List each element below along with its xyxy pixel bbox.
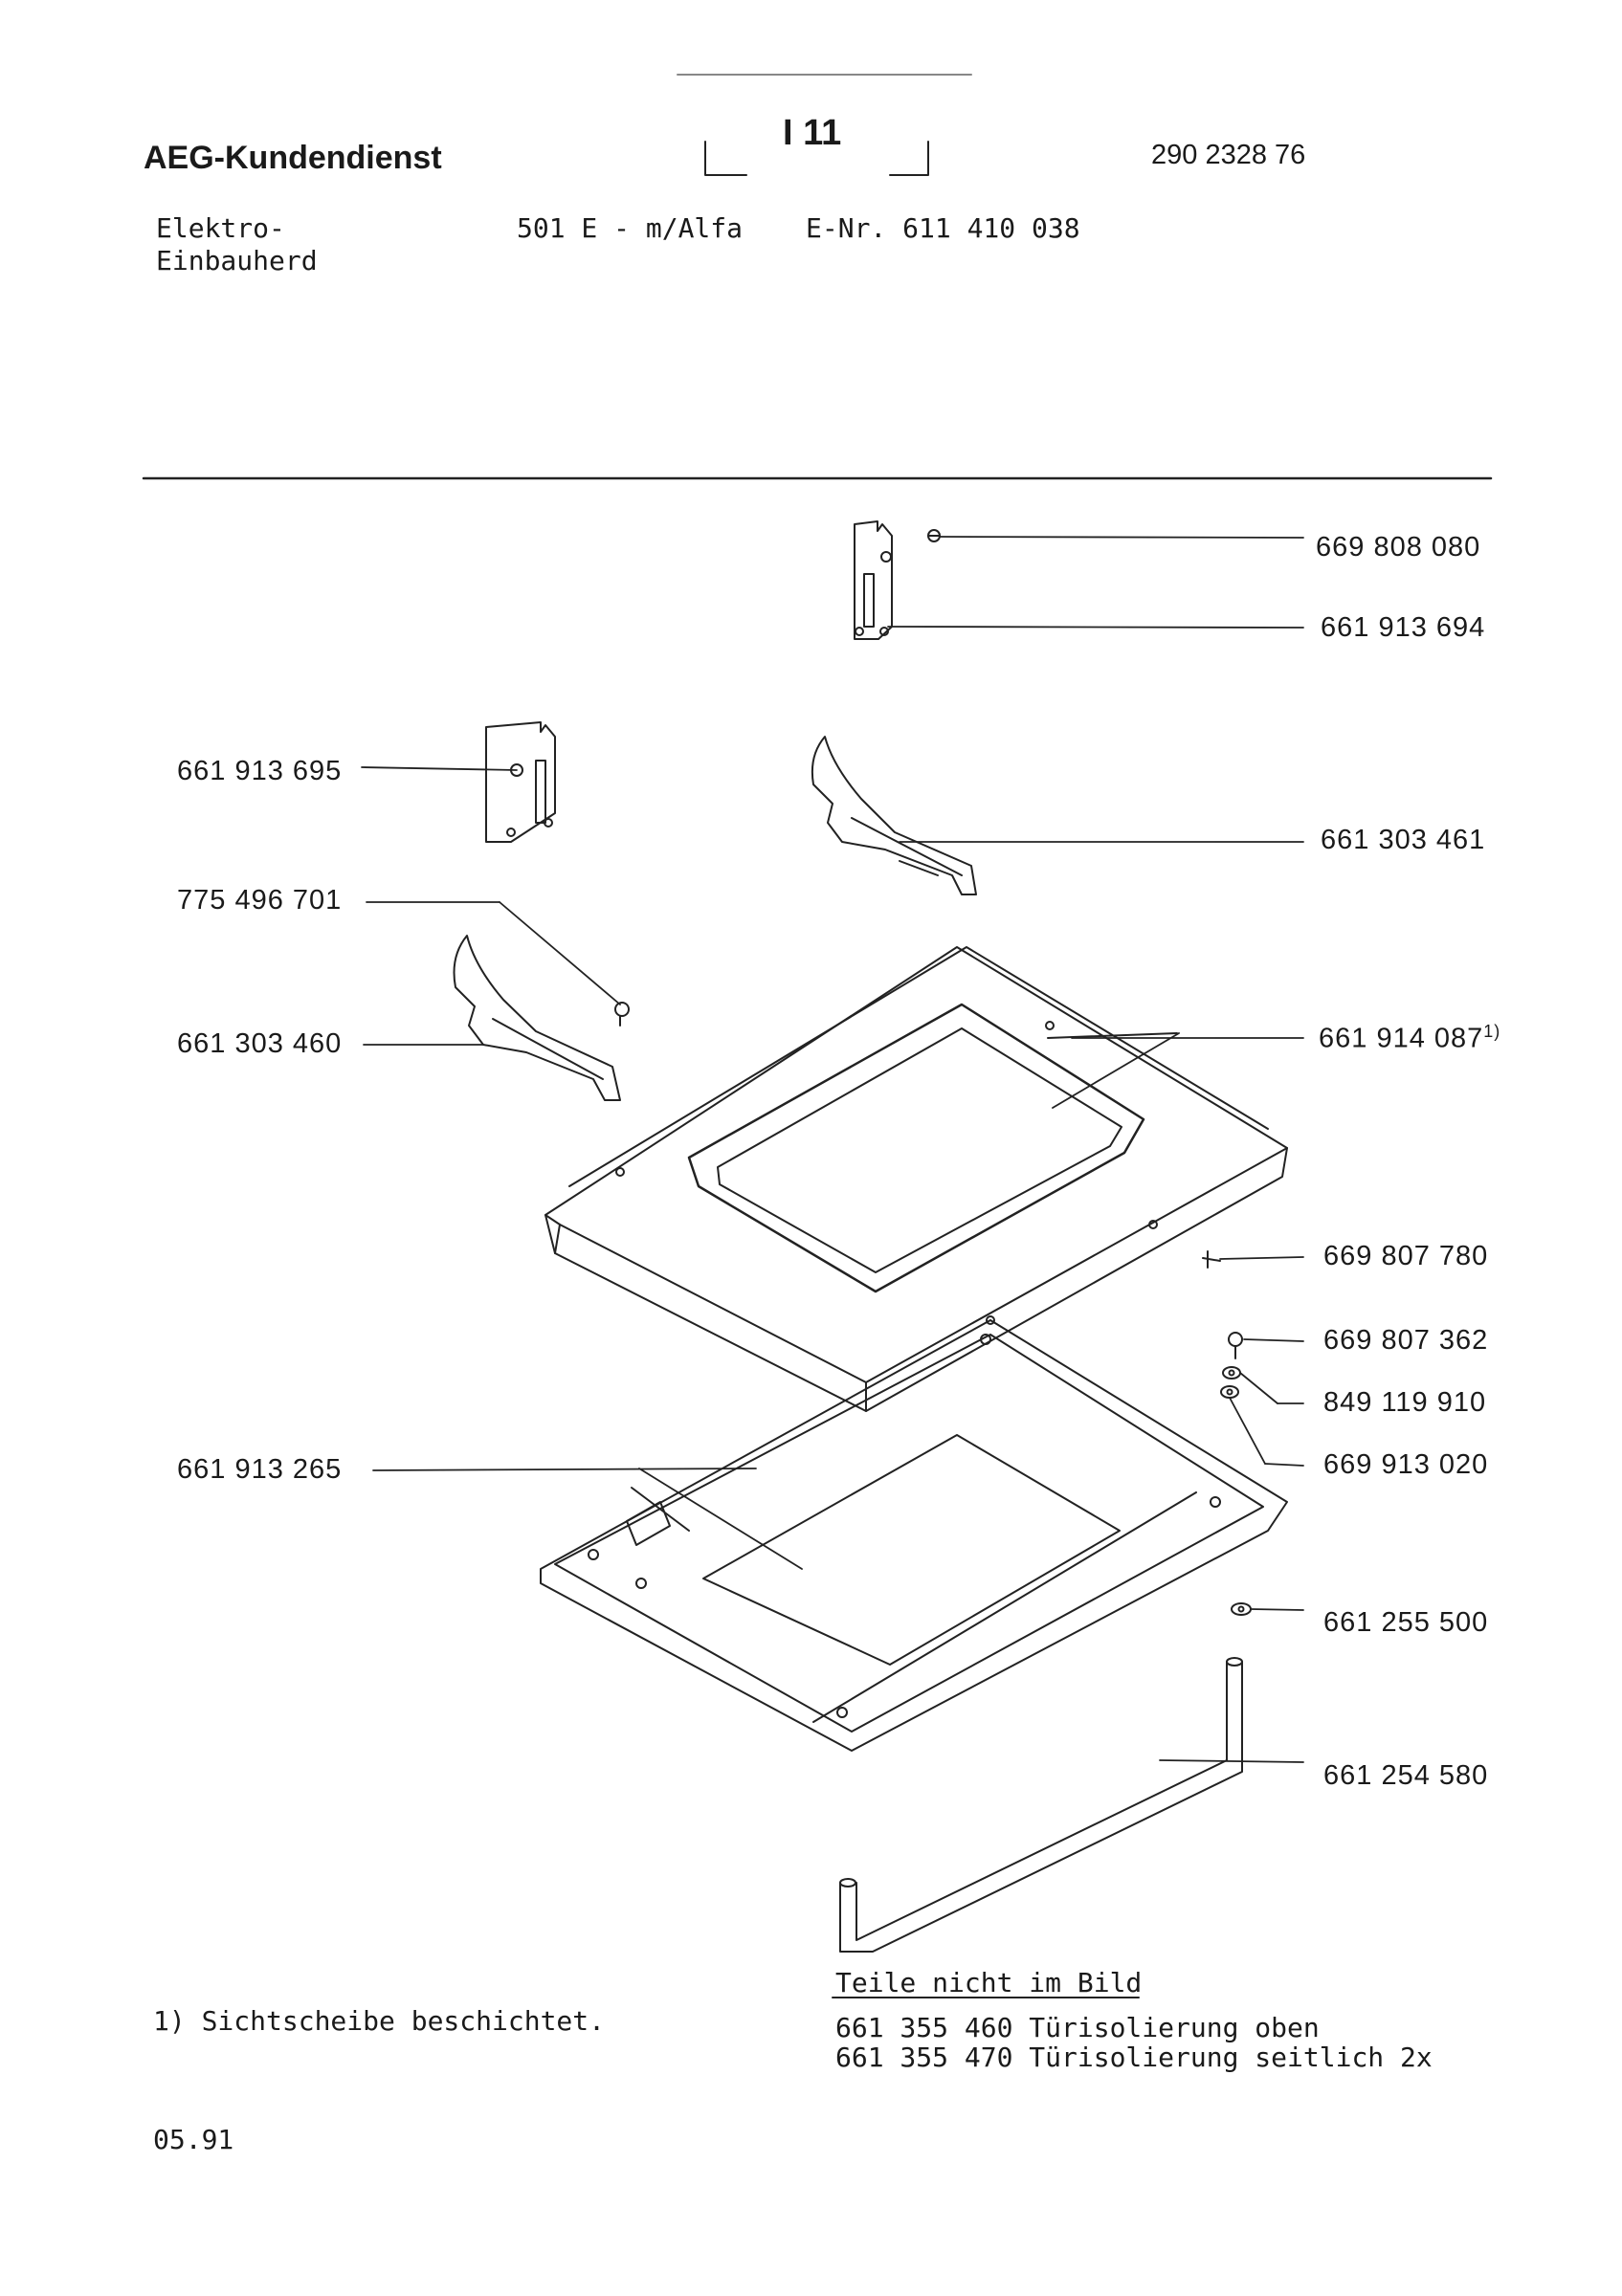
hinge-arm-right <box>811 736 977 895</box>
part-label-with-footnote: 661 914 0871) <box>1319 1022 1501 1054</box>
part-label: 661 913 694 <box>1321 612 1486 643</box>
leader-lines <box>361 536 1304 1763</box>
washer-849119910 <box>1222 1366 1241 1380</box>
part-label: 661 303 461 <box>1321 825 1486 855</box>
part-label: 661 254 580 <box>1323 1760 1489 1791</box>
bracket-left <box>704 141 747 176</box>
brand-title: AEG-Kundendienst <box>144 140 442 176</box>
part-label: 849 119 910 <box>1323 1387 1487 1418</box>
document-number: 290 2328 76 <box>1151 140 1306 170</box>
screw-669807362 <box>1228 1332 1243 1359</box>
part-label: 661 303 460 <box>177 1028 343 1059</box>
part-label: 661 913 265 <box>177 1454 343 1485</box>
part-label: 669 807 362 <box>1323 1325 1489 1356</box>
part-label: 669 808 080 <box>1316 532 1481 563</box>
bracket-right <box>889 141 929 176</box>
footnote: 1) Sichtscheibe beschichtet. <box>153 2005 606 2037</box>
screw-top <box>927 529 941 542</box>
part-label: 775 496 701 <box>177 885 343 916</box>
part-label: 661 913 695 <box>177 756 343 786</box>
product-line-2: Einbauherd <box>156 245 318 276</box>
hinge-bracket-right <box>854 520 893 640</box>
part-label: 661 255 500 <box>1323 1607 1489 1638</box>
not-shown-line: 661 355 470 Türisolierung seitlich 2x <box>835 2042 1433 2073</box>
hinge-arm-left <box>453 935 621 1101</box>
date-stamp: 05.91 <box>153 2124 234 2155</box>
washer-669913020 <box>1220 1385 1239 1399</box>
not-shown-title: Teile nicht im Bild <box>835 1967 1143 1998</box>
e-number: E-Nr. 611 410 038 <box>806 212 1080 244</box>
screw-775 <box>614 1002 630 1027</box>
part-label: 669 913 020 <box>1323 1449 1489 1480</box>
washer-661255500 <box>1231 1602 1252 1616</box>
hinge-bracket-left <box>485 721 556 843</box>
door-handle <box>839 1657 1243 1953</box>
inner-door-frame <box>540 1319 1288 1752</box>
product-line-1: Elektro- <box>156 212 285 244</box>
outer-door <box>544 946 1288 1412</box>
not-shown-line: 661 355 460 Türisolierung oben <box>835 2012 1320 2043</box>
part-label: 669 807 780 <box>1323 1241 1489 1271</box>
model-name: 501 E - m/Alfa <box>517 212 744 244</box>
page-code: I 11 <box>783 113 842 153</box>
screw-669807780 <box>1202 1250 1221 1269</box>
